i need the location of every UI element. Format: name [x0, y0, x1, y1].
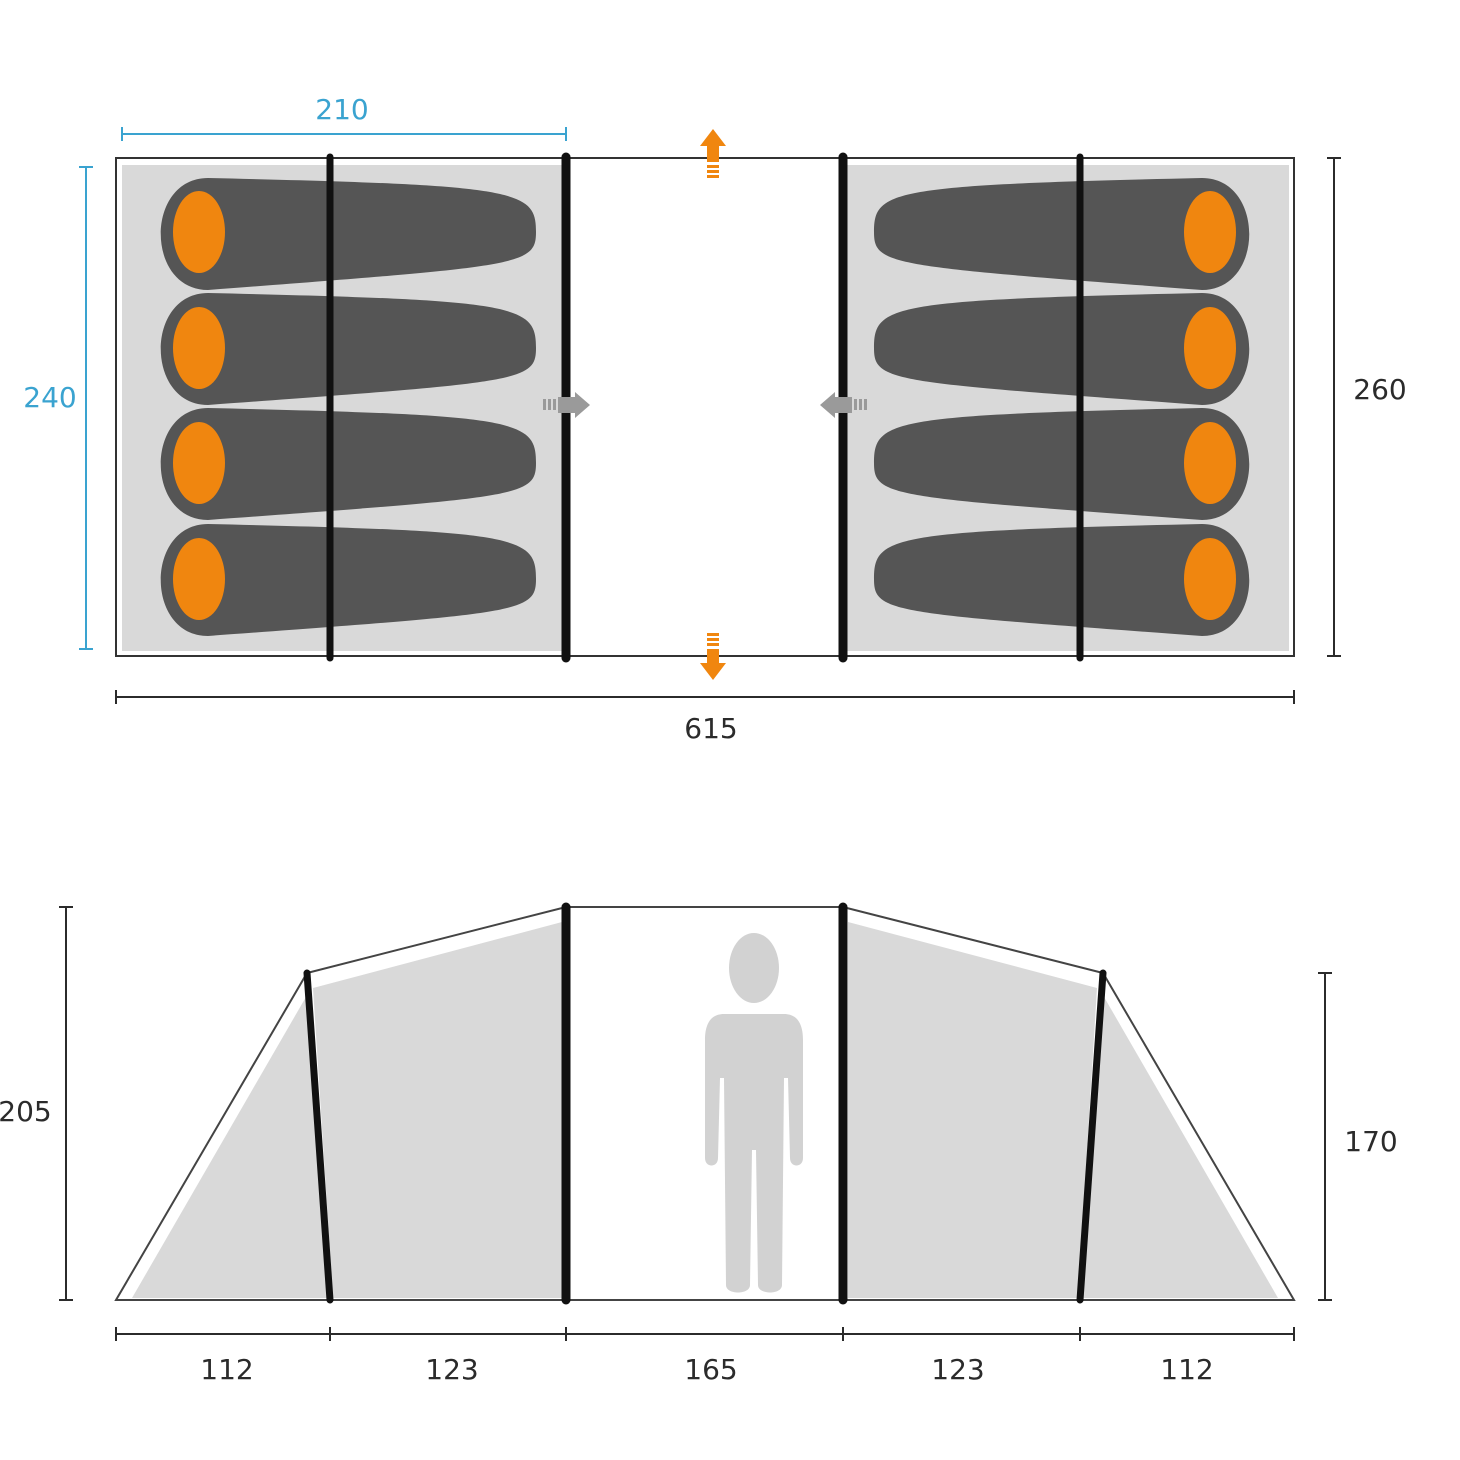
sleeping-bag: [874, 178, 1250, 290]
sleeping-bag: [160, 408, 536, 520]
sleeping-bag-head-icon: [173, 307, 225, 389]
sleeping-bag: [160, 178, 536, 290]
sleeping-bag-head-icon: [1184, 538, 1236, 620]
side-view: 205 170 112 123 165 123 112: [0, 902, 1398, 1386]
segment-label: 112: [1160, 1353, 1213, 1386]
arrow-left-icon: [820, 392, 867, 418]
sleeping-bag-head-icon: [1184, 191, 1236, 273]
segment-label: 123: [425, 1353, 478, 1386]
arrow-right-icon: [543, 392, 590, 418]
dimension-total-depth: [1327, 157, 1341, 657]
segment-label: 123: [931, 1353, 984, 1386]
pole: [303, 969, 334, 1304]
sleeping-bag: [874, 293, 1250, 405]
dimension-compartment-width: [121, 127, 567, 141]
arrow-up-icon: [700, 129, 726, 178]
right-sleeping-bags: [874, 178, 1250, 636]
right-end-panel: [1081, 990, 1278, 1298]
dimension-segments: [115, 1327, 1295, 1341]
sleeping-bag: [874, 524, 1250, 636]
floor-plan: 210 240 260 615: [23, 93, 1406, 745]
segment-label: 165: [684, 1353, 737, 1386]
compartment-width-label: 210: [315, 93, 368, 126]
dimension-end-height: [1318, 972, 1332, 1301]
total-depth-label: 260: [1353, 373, 1406, 406]
sleeping-bag: [160, 524, 536, 636]
segment-label: 112: [200, 1353, 253, 1386]
left-sleeping-bags: [160, 178, 536, 636]
total-length-label: 615: [684, 712, 737, 745]
arrow-down-icon: [700, 633, 726, 680]
sleeping-bag: [160, 293, 536, 405]
right-middle-panel: [848, 922, 1097, 1298]
left-end-panel: [132, 990, 330, 1298]
compartment-depth-label: 240: [23, 381, 76, 414]
sleeping-bag-head-icon: [1184, 307, 1236, 389]
sleeping-bag-head-icon: [1184, 422, 1236, 504]
sleeping-bag-head-icon: [173, 191, 225, 273]
sleeping-bag-head-icon: [173, 538, 225, 620]
person-icon: [705, 933, 803, 1293]
sleeping-bag: [874, 408, 1250, 520]
dimension-total-length: [115, 690, 1295, 704]
dimension-compartment-depth: [79, 166, 93, 650]
end-height-label: 170: [1344, 1125, 1397, 1158]
side-poles: [303, 902, 1107, 1305]
center-height-label: 205: [0, 1095, 52, 1128]
pole: [1076, 969, 1107, 1304]
dimension-center-height: [59, 906, 73, 1301]
left-middle-panel: [313, 922, 562, 1298]
sleeping-bag-head-icon: [173, 422, 225, 504]
